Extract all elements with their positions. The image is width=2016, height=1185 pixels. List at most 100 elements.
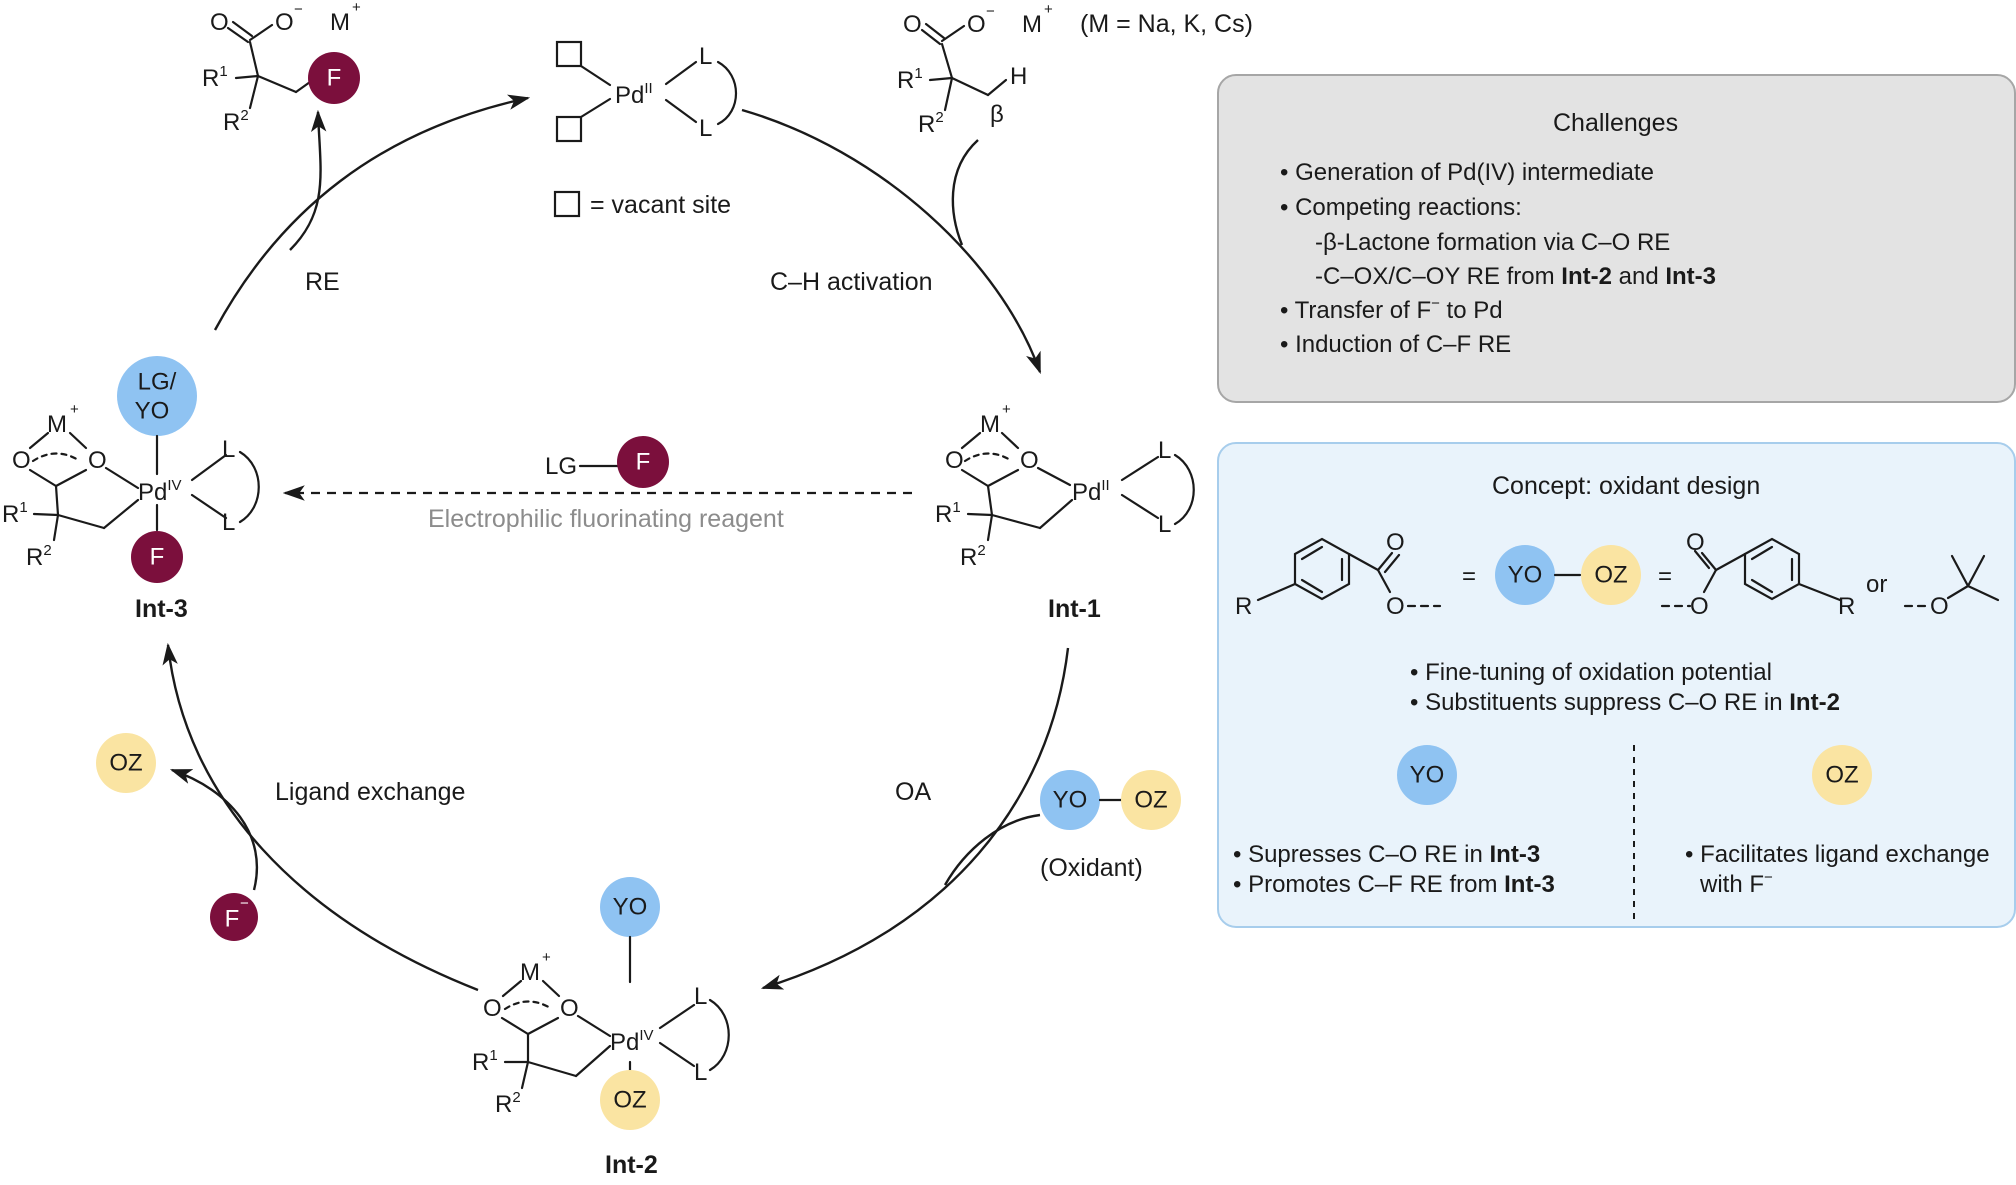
pd-ii-catalyst: PdII L L xyxy=(555,40,738,143)
int-3-label: Int-3 xyxy=(135,595,188,623)
svg-text:R2: R2 xyxy=(26,542,52,571)
svg-text:PdIV: PdIV xyxy=(610,1027,654,1056)
svg-text:LG: LG xyxy=(545,453,577,480)
svg-text:F: F xyxy=(225,906,240,933)
arrow-oxidant-in xyxy=(943,813,1041,886)
fluorinating-reagent: LG F xyxy=(545,436,669,488)
yo-circle-concept xyxy=(1495,545,1555,605)
svg-text:R1: R1 xyxy=(472,1047,498,1076)
svg-text:O: O xyxy=(560,995,579,1022)
challenge-bullet-3: -β-Lactone formation via C–O RE xyxy=(1315,229,1670,256)
tert-butoxy-structure: O xyxy=(1903,554,2000,620)
svg-text:O: O xyxy=(1386,593,1405,620)
carboxylate-substrate: O O − M + (M = Na, K, Cs) R1 R2 H β xyxy=(897,1,1253,138)
arrow-oz-out xyxy=(169,768,259,891)
arrow-product-out xyxy=(289,109,327,251)
svg-text:O: O xyxy=(210,9,229,36)
benzoate-structure-left: R O O xyxy=(1235,529,1442,620)
re-label: RE xyxy=(305,268,340,296)
svg-text:L: L xyxy=(1158,437,1171,464)
fluorine-circle-int3 xyxy=(131,531,183,583)
fluorinated-product: O O − M + R1 R2 F xyxy=(202,0,361,136)
lg-yo-circle xyxy=(117,356,197,436)
svg-text:−: − xyxy=(986,3,995,20)
benzoate-structure-right: O O R xyxy=(1660,529,1855,620)
challenge-bullet-2: • Competing reactions: xyxy=(1280,194,1522,221)
svg-text:M: M xyxy=(1022,11,1042,38)
svg-text:L: L xyxy=(222,509,235,536)
svg-text:H: H xyxy=(1010,63,1027,90)
svg-text:+: + xyxy=(70,401,79,418)
yo-circle-property xyxy=(1397,745,1457,805)
int-1-complex: M + O O PdII R1 R2 L L Int-1 xyxy=(935,401,1195,623)
svg-text:L: L xyxy=(1158,511,1171,538)
oz-circle-oxidant xyxy=(1121,770,1181,830)
svg-text:YO: YO xyxy=(613,894,648,921)
svg-text:O: O xyxy=(967,11,986,38)
svg-text:L: L xyxy=(222,436,235,463)
fluorinating-reagent-label: Electrophilic fluorinating reagent xyxy=(428,505,784,533)
svg-text:L: L xyxy=(699,115,712,142)
svg-text:OZ: OZ xyxy=(1594,562,1627,589)
svg-text:L: L xyxy=(699,43,712,70)
oz-bullet-1: • Facilitates ligand exchange xyxy=(1685,841,1990,868)
cycle-arrow-oa xyxy=(760,647,1070,990)
or-label: or xyxy=(1866,571,1887,598)
beta-label: β xyxy=(990,101,1004,128)
svg-text:M: M xyxy=(520,959,540,986)
cycle-arrow-ch-activation xyxy=(741,108,1042,375)
pd-atom: PdII xyxy=(615,80,653,109)
cycle-arrow-re xyxy=(213,94,531,331)
oz-circle-property xyxy=(1812,745,1872,805)
svg-text:O: O xyxy=(1020,447,1039,474)
concept-title: Concept: oxidant design xyxy=(1492,472,1760,500)
svg-text:O: O xyxy=(275,9,294,36)
svg-text:R: R xyxy=(1235,593,1252,620)
substituents-bullet: • Substituents suppress C–O RE in Int-2 xyxy=(1410,689,1840,716)
svg-text:−: − xyxy=(294,1,303,18)
challenge-bullet-4: -C–OX/C–OY RE from Int-2 and Int-3 xyxy=(1315,263,1716,290)
svg-text:OZ: OZ xyxy=(1825,762,1858,789)
svg-text:M: M xyxy=(980,411,1000,438)
yo-circle-int2 xyxy=(600,877,660,937)
ligand-exchange-label: Ligand exchange xyxy=(275,778,465,806)
svg-text:PdIV: PdIV xyxy=(138,477,182,506)
svg-text:M: M xyxy=(47,411,67,438)
challenge-bullet-6: • Induction of C–F RE xyxy=(1280,331,1511,358)
svg-text:M: M xyxy=(330,9,350,36)
svg-text:−: − xyxy=(240,895,249,912)
arrow-substrate-in xyxy=(951,139,979,246)
svg-text:R2: R2 xyxy=(918,109,944,138)
svg-text:F: F xyxy=(327,65,342,92)
oxidant-label: (Oxidant) xyxy=(1040,854,1143,882)
int-2-label: Int-2 xyxy=(605,1151,658,1179)
svg-text:O: O xyxy=(88,447,107,474)
svg-text:+: + xyxy=(352,0,361,16)
svg-text:O: O xyxy=(945,447,964,474)
svg-text:O: O xyxy=(1386,529,1405,556)
int-2-complex: YO M + O O PdIV R1 R2 L L OZ Int-2 xyxy=(472,877,730,1179)
equals-2: = xyxy=(1658,563,1672,590)
svg-text:PdII: PdII xyxy=(1072,477,1110,506)
yo-bullet-2: • Promotes C–F RE from Int-3 xyxy=(1233,871,1555,898)
svg-text:OZ: OZ xyxy=(1134,787,1167,814)
svg-text:R2: R2 xyxy=(223,107,249,136)
svg-text:O: O xyxy=(1930,593,1949,620)
ch-activation-label: C–H activation xyxy=(770,268,933,296)
svg-text:LG/: LG/ xyxy=(138,369,177,396)
vacant-site-square-bottom xyxy=(555,115,583,143)
concept-box xyxy=(1217,442,2016,928)
svg-text:YO: YO xyxy=(1508,562,1543,589)
oa-label: OA xyxy=(895,778,931,806)
svg-text:L: L xyxy=(694,1059,707,1086)
vacant-site-legend: = vacant site xyxy=(553,190,731,219)
yo-bullet-1: • Supresses C–O RE in Int-3 xyxy=(1233,841,1540,868)
svg-text:+: + xyxy=(1044,1,1053,18)
vacant-site-square-icon xyxy=(553,190,581,218)
svg-text:F: F xyxy=(636,449,651,476)
svg-text:R1: R1 xyxy=(202,63,228,92)
yo-circle-oxidant xyxy=(1040,770,1100,830)
equals-1: = xyxy=(1462,563,1476,590)
